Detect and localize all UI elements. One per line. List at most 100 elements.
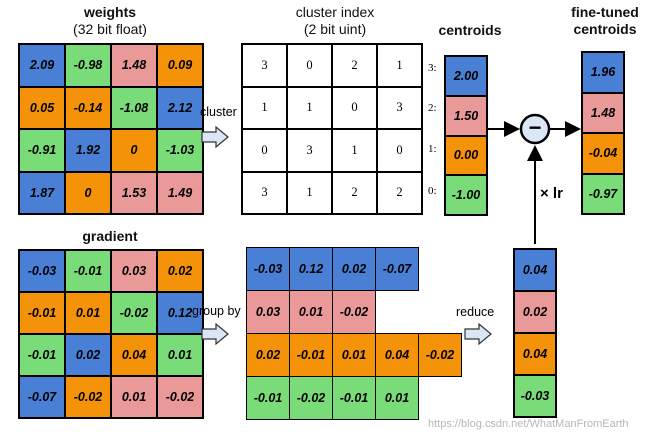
grouped-gradient-cell: -0.07 bbox=[375, 247, 419, 291]
cluster-index-cell: 0 bbox=[377, 129, 422, 172]
grouped-gradient-cell: -0.02 bbox=[332, 290, 376, 334]
weight-cell: 1.49 bbox=[157, 171, 203, 214]
centroid-cell: 1.50 bbox=[445, 95, 487, 136]
weights-title-line2: (32 bit float) bbox=[73, 21, 147, 37]
cluster-index-cell: 2 bbox=[332, 171, 377, 214]
fine-tuned-centroid-cell: 1.96 bbox=[582, 52, 624, 93]
weight-cell: -0.14 bbox=[65, 86, 111, 129]
weight-cell: 1.48 bbox=[111, 44, 157, 87]
centroid-index-label: 3: bbox=[428, 62, 437, 74]
weight-cell: 1.53 bbox=[111, 171, 157, 214]
weight-cell: -0.91 bbox=[19, 129, 65, 172]
gradient-cell: -0.03 bbox=[19, 250, 65, 292]
centroid-cell: -1.00 bbox=[445, 175, 487, 215]
cluster-index-cell: 0 bbox=[287, 44, 332, 87]
cluster-index-title-line1: cluster index bbox=[295, 4, 375, 20]
cluster-index-cell: 2 bbox=[377, 171, 422, 214]
reduced-gradient-cell: 0.04 bbox=[514, 333, 556, 375]
grouped-gradient-cell: -0.01 bbox=[332, 376, 376, 420]
reduce-label: reduce bbox=[456, 305, 495, 319]
cluster-index-cell: 1 bbox=[332, 129, 377, 172]
cluster-index-cell: 0 bbox=[242, 129, 287, 172]
grouped-gradient-cell: 0.12 bbox=[289, 247, 333, 291]
weight-cell: 0 bbox=[65, 171, 111, 214]
minus-operator-icon: − bbox=[528, 115, 542, 140]
cluster-index-cell: 3 bbox=[377, 86, 422, 129]
gradient-cell: -0.01 bbox=[19, 334, 65, 376]
fine-tuned-centroid-cell: -0.97 bbox=[582, 173, 624, 214]
gradient-cell: -0.02 bbox=[157, 376, 203, 418]
gradient-cell: 0.02 bbox=[65, 334, 111, 376]
grouped-gradient-cell: 0.04 bbox=[375, 333, 419, 377]
grouped-gradient-cell: -0.01 bbox=[289, 333, 333, 377]
gradient-cell: 0.12 bbox=[157, 292, 203, 334]
cluster-index-title-line2: (2 bit uint) bbox=[303, 21, 367, 37]
weights-title-line1: weights bbox=[83, 4, 137, 20]
group-by-arrow-icon bbox=[201, 322, 229, 346]
gradient-cell: 0.02 bbox=[157, 250, 203, 292]
cluster-arrow-icon bbox=[201, 125, 229, 149]
centroid-cell: 0.00 bbox=[445, 135, 487, 176]
centroid-cell: 2.00 bbox=[445, 56, 487, 96]
cluster-index-title: cluster index (2 bit uint) bbox=[240, 4, 430, 38]
weight-cell: 2.12 bbox=[157, 86, 203, 129]
weight-cell: 0.09 bbox=[157, 44, 203, 87]
cluster-index-cell: 1 bbox=[242, 86, 287, 129]
grouped-gradient-cell: 0.01 bbox=[289, 290, 333, 334]
gradient-cell: -0.07 bbox=[19, 376, 65, 418]
gradient-title: gradient bbox=[82, 228, 138, 244]
grouped-gradient-cell: -0.01 bbox=[246, 376, 290, 420]
cluster-index-cell: 1 bbox=[287, 171, 332, 214]
gradient-cell: 0.03 bbox=[111, 250, 157, 292]
grouped-gradient-cell: 0.01 bbox=[332, 333, 376, 377]
fine-tuned-title-line2: centroids bbox=[573, 21, 637, 37]
cluster-label: cluster bbox=[200, 105, 237, 119]
minus-operator-circle bbox=[519, 113, 551, 145]
grouped-gradient-cell: 0.02 bbox=[332, 247, 376, 291]
reduced-gradient-cell: 0.02 bbox=[514, 291, 556, 333]
reduced-gradient-cell: 0.04 bbox=[514, 249, 556, 291]
reduced-gradient-cell: -0.03 bbox=[514, 375, 556, 417]
weight-cell: 2.09 bbox=[19, 44, 65, 87]
weight-cell: 1.92 bbox=[65, 129, 111, 172]
grouped-gradient-cell: -0.02 bbox=[289, 376, 333, 420]
gradient-cell: -0.01 bbox=[19, 292, 65, 334]
grouped-gradient-cell: 0.03 bbox=[246, 290, 290, 334]
cluster-index-cell: 2 bbox=[332, 44, 377, 87]
gradient-cell: 0.04 bbox=[111, 334, 157, 376]
centroid-index-label: 2: bbox=[428, 102, 437, 114]
weight-cell: 0 bbox=[111, 129, 157, 172]
gradient-cell: -0.01 bbox=[65, 250, 111, 292]
cluster-index-cell: 1 bbox=[287, 86, 332, 129]
fine-tuned-centroid-cell: -0.04 bbox=[582, 133, 624, 174]
gradient-cell: 0.01 bbox=[65, 292, 111, 334]
centroid-index-label: 0: bbox=[428, 185, 437, 197]
cluster-index-cell: 3 bbox=[287, 129, 332, 172]
grouped-gradient-cell: 0.01 bbox=[375, 376, 419, 420]
gradient-cell: 0.01 bbox=[157, 334, 203, 376]
cluster-index-cell: 0 bbox=[332, 86, 377, 129]
cluster-index-cell: 3 bbox=[242, 44, 287, 87]
weight-cell: -1.03 bbox=[157, 129, 203, 172]
gradient-cell: -0.02 bbox=[111, 292, 157, 334]
centroid-index-label: 1: bbox=[428, 143, 437, 155]
fine-tuned-title-line1: fine-tuned bbox=[571, 4, 639, 20]
fine-tuned-title: fine-tuned centroids bbox=[560, 4, 650, 38]
weight-cell: -0.98 bbox=[65, 44, 111, 87]
cluster-index-cell: 1 bbox=[377, 44, 422, 87]
grouped-gradient-cell: -0.02 bbox=[418, 333, 462, 377]
fine-tuned-centroid-cell: 1.48 bbox=[582, 92, 624, 133]
grouped-gradient-cell: -0.03 bbox=[246, 247, 290, 291]
weights-title: weights (32 bit float) bbox=[20, 4, 200, 38]
weight-cell: 0.05 bbox=[19, 86, 65, 129]
centroids-title: centroids bbox=[438, 22, 502, 38]
group-by-label: group by bbox=[192, 304, 241, 318]
gradient-cell: 0.01 bbox=[111, 376, 157, 418]
grouped-gradient-cell: 0.02 bbox=[246, 333, 290, 377]
